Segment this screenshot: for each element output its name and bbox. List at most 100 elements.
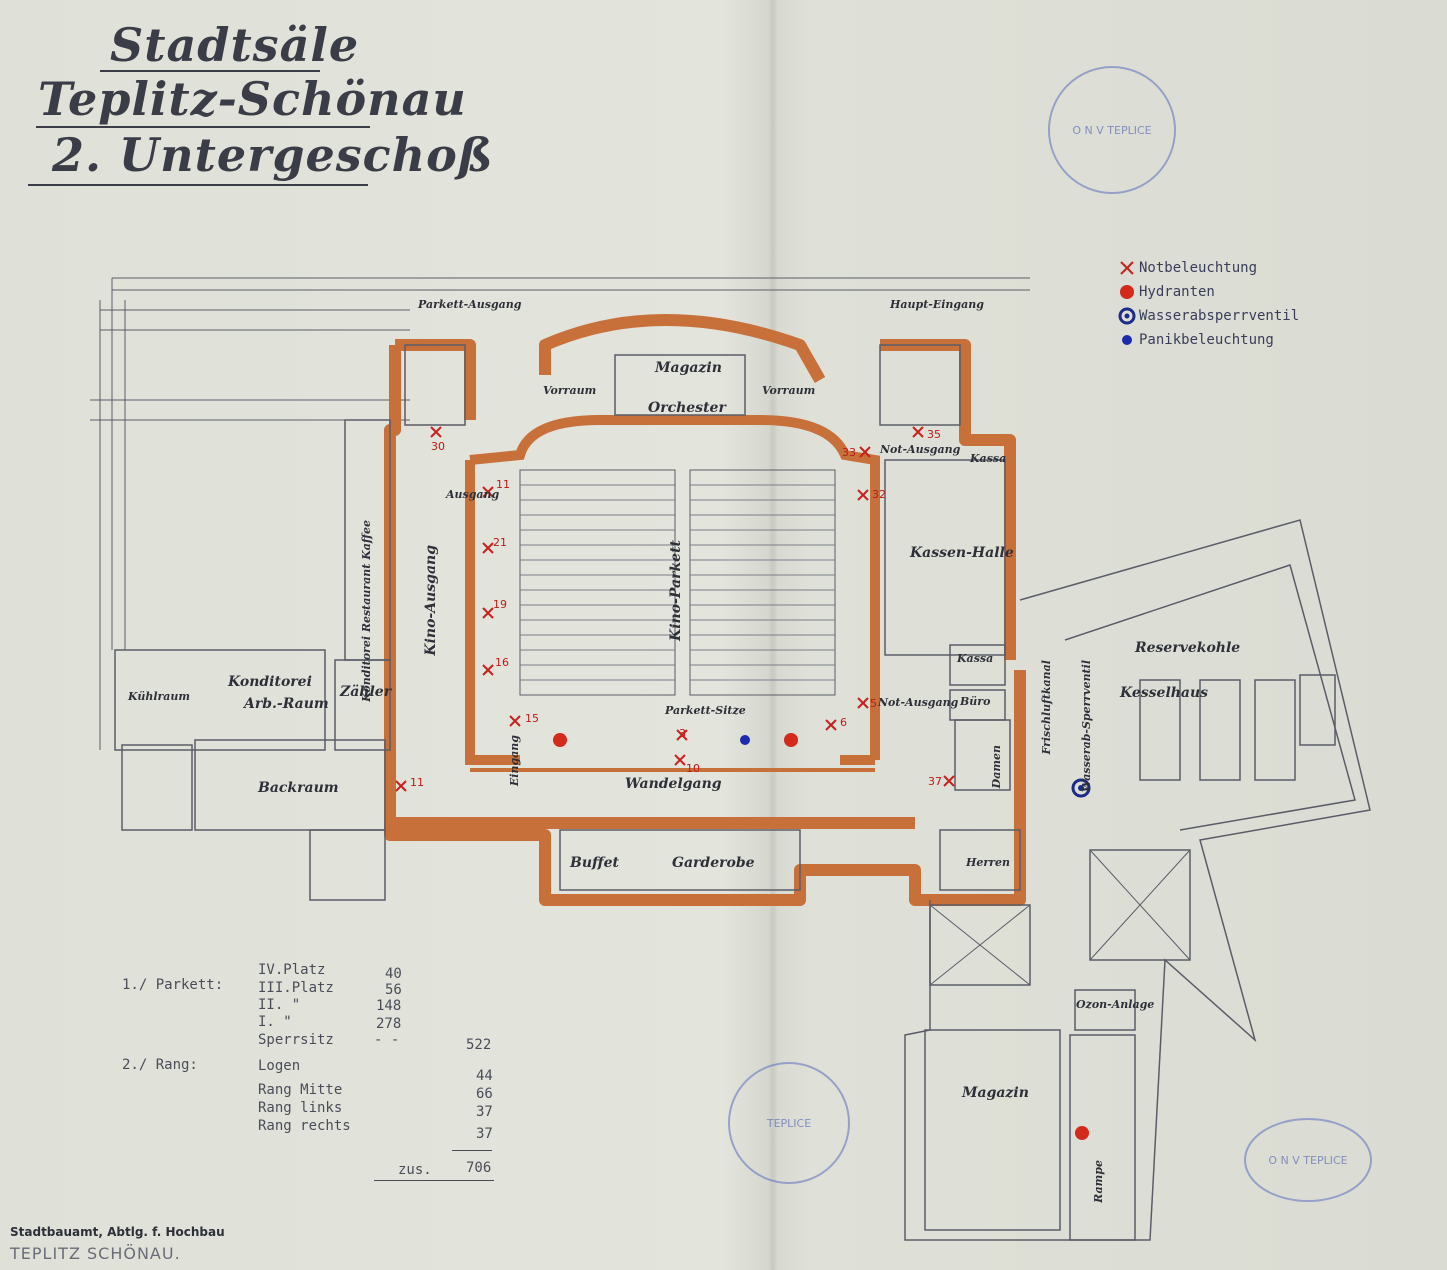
stats-row-value: 37 bbox=[476, 1104, 493, 1120]
footer-office: Stadtbauamt, Abtlg. f. Hochbau bbox=[10, 1225, 225, 1239]
title-line-3: 2. Untergeschoß bbox=[52, 128, 494, 182]
legend: Notbeleuchtung Hydranten Wasserabsperrve… bbox=[1115, 256, 1299, 352]
room-rampe: Rampe bbox=[1092, 1160, 1105, 1203]
marker-number: 37 bbox=[928, 775, 942, 788]
marker-number: 16 bbox=[495, 656, 509, 669]
official-stamp-top: O N V TEPLICE bbox=[1048, 66, 1176, 194]
cross-hatch bbox=[929, 849, 1191, 986]
room-konditorei-restaurant: Konditorei Restaurant Kaffee bbox=[360, 520, 373, 702]
stats-parkett-total: 522 bbox=[466, 1037, 492, 1053]
room-reservekohle: Reservekohle bbox=[1135, 640, 1241, 656]
seating-grid bbox=[519, 469, 836, 696]
stats-row-label: Rang rechts bbox=[258, 1118, 351, 1134]
stats-rang-label: 2./ Rang: bbox=[122, 1057, 198, 1073]
stats-row-value: 278 bbox=[376, 1016, 402, 1032]
room-magazin-top: Magazin bbox=[655, 360, 722, 376]
stats-sum-line bbox=[452, 1150, 492, 1151]
room-kassenhalle: Kassen-Halle bbox=[910, 545, 1014, 561]
stats-row-label: Sperrsitz bbox=[258, 1032, 334, 1048]
room-magazin-bottom: Magazin bbox=[962, 1085, 1029, 1101]
blue-dot-icon bbox=[1115, 330, 1139, 350]
room-wandelgang: Wandelgang bbox=[625, 776, 722, 792]
room-parkett-ausgang: Parkett-Ausgang bbox=[418, 298, 522, 311]
title-line-2: Teplitz-Schönau bbox=[38, 72, 467, 126]
marker-number: 6 bbox=[840, 716, 847, 729]
marker-number: 33 bbox=[842, 446, 856, 459]
red-dot-icon bbox=[1115, 282, 1139, 302]
official-stamp-bottom-right: O N V TEPLICE bbox=[1244, 1118, 1372, 1202]
marker-number: 19 bbox=[493, 598, 507, 611]
title-line-1: Stadtsäle bbox=[110, 18, 360, 72]
label-ausgang: Ausgang bbox=[446, 488, 500, 501]
marker-number: 3 bbox=[679, 727, 686, 740]
legend-item-panikbeleuchtung: Panikbeleuchtung bbox=[1115, 328, 1299, 352]
room-wasserab-sperrventil: Wasserab-Sperrventil bbox=[1080, 660, 1093, 793]
marker-number: 15 bbox=[525, 712, 539, 725]
stats-row-value: 56 bbox=[385, 982, 402, 998]
room-haupt-eingang: Haupt-Eingang bbox=[890, 298, 984, 311]
title-underline-2 bbox=[36, 126, 370, 128]
stats-row-label: II. " bbox=[258, 997, 301, 1013]
legend-item-wasserabsperrventil: Wasserabsperrventil bbox=[1115, 304, 1299, 328]
stats-row-value: 44 bbox=[476, 1068, 493, 1084]
room-backraum: Backraum bbox=[258, 780, 339, 796]
valve-marker bbox=[1071, 778, 1091, 798]
stats-row-label: Rang links bbox=[258, 1100, 343, 1116]
room-frischluftkanal: Frischluftkanal bbox=[1040, 660, 1053, 755]
stats-parkett-label: 1./ Parkett: bbox=[122, 977, 224, 993]
stats-row-label: Logen bbox=[258, 1058, 301, 1074]
stats-row-label: III.Platz bbox=[258, 980, 334, 996]
seating-rows bbox=[520, 484, 835, 681]
room-arb-raum: Arb.-Raum bbox=[244, 696, 329, 712]
marker-number: 10 bbox=[686, 762, 700, 775]
stats-row-label: Rang Mitte bbox=[258, 1082, 343, 1098]
room-vorraum-right: Vorraum bbox=[762, 384, 816, 397]
side-rooms bbox=[114, 344, 1371, 1241]
room-ozon-anlage: Ozon-Anlage bbox=[1076, 998, 1155, 1011]
marker-number: 11 bbox=[410, 776, 424, 789]
room-kassa-top: Kassa bbox=[970, 452, 1007, 465]
room-garderobe: Garderobe bbox=[672, 855, 755, 871]
marker-number: 30 bbox=[431, 440, 445, 453]
stats-row-value: - - bbox=[374, 1032, 400, 1048]
valve-icon bbox=[1115, 306, 1139, 326]
dimension-lines bbox=[90, 277, 1030, 750]
marker-number: 5 bbox=[870, 697, 877, 710]
marker-number: 35 bbox=[927, 428, 941, 441]
label-parkett-sitze: Parkett-Sitze bbox=[665, 704, 746, 717]
room-notausgang-top: Not-Ausgang bbox=[880, 443, 961, 456]
room-konditorei: Konditorei bbox=[228, 674, 312, 690]
stats-row-label: I. " bbox=[258, 1014, 292, 1030]
stats-sum-underline bbox=[374, 1180, 494, 1181]
room-buffet: Buffet bbox=[570, 855, 619, 871]
stats-row-label: IV.Platz bbox=[258, 962, 326, 978]
title-underline-1 bbox=[100, 70, 320, 72]
room-orchester: Orchester bbox=[648, 400, 726, 416]
hydrant-markers bbox=[553, 733, 1089, 1140]
room-buero: Büro bbox=[960, 695, 991, 708]
room-vorraum-left: Vorraum bbox=[543, 384, 597, 397]
room-kino-parkett: Kino-Parkett bbox=[668, 540, 684, 641]
label-eingang: Eingang bbox=[508, 735, 521, 787]
room-zaehler: Zähler bbox=[340, 684, 392, 700]
marker-number: 21 bbox=[493, 536, 507, 549]
footer-city: TEPLITZ SCHÖNAU. bbox=[10, 1244, 181, 1263]
room-kassa-mid: Kassa bbox=[957, 652, 994, 665]
room-kino-ausgang: Kino-Ausgang bbox=[423, 545, 439, 656]
room-kuehlraum: Kühlraum bbox=[128, 690, 191, 703]
hall-walls bbox=[465, 415, 880, 772]
room-damen: Damen bbox=[990, 745, 1003, 789]
stats-sum-label: zus. bbox=[398, 1162, 432, 1178]
panic-light-markers bbox=[740, 735, 750, 745]
stats-row-value: 37 bbox=[476, 1126, 493, 1142]
stats-row-value: 66 bbox=[476, 1086, 493, 1102]
stats-row-value: 40 bbox=[385, 966, 402, 982]
official-stamp-bottom-left: TEPLICE bbox=[728, 1062, 850, 1184]
x-mark-icon bbox=[1115, 258, 1139, 278]
room-notausgang-bottom: Not-Ausgang bbox=[878, 696, 959, 709]
legend-item-notbeleuchtung: Notbeleuchtung bbox=[1115, 256, 1299, 280]
title-underline-3 bbox=[28, 184, 368, 186]
legend-item-hydranten: Hydranten bbox=[1115, 280, 1299, 304]
marker-number: 11 bbox=[496, 478, 510, 491]
